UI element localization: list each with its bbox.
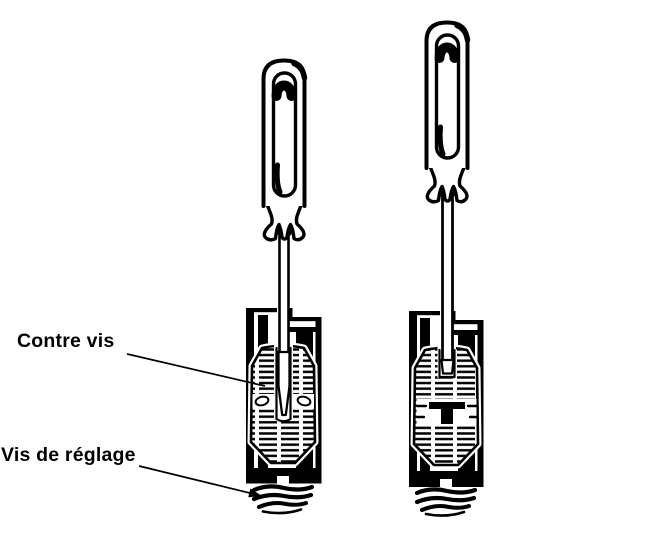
- contre-vis-right-icon: [410, 344, 482, 469]
- right-screwdriver-icon: [424, 20, 471, 375]
- vis-de-reglage-label: Vis de réglage: [1, 444, 136, 466]
- contre-vis-label: Contre vis: [17, 330, 115, 352]
- vis-de-reglage-leader-arrow: [138, 465, 262, 498]
- contre-vis-leader-line: [126, 353, 266, 387]
- vis-de-reglage-tip-right-icon: [414, 487, 478, 517]
- left-screwdriver-icon: [261, 58, 308, 417]
- right-screw-housing-icon: [409, 311, 484, 517]
- vis-de-reglage-tip-icon: [251, 484, 315, 515]
